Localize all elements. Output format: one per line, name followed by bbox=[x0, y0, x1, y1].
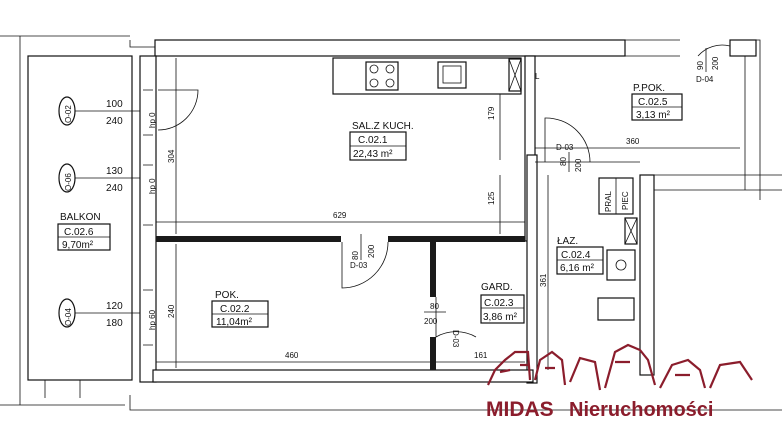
window-sill-1: hp 0 bbox=[148, 112, 157, 128]
room-area-storage: 3,13 m² bbox=[636, 110, 671, 121]
room-name-living: SAL.Z KUCH. bbox=[352, 121, 414, 132]
dimension-values: 304 179 125 629 360 361 240 460 161 bbox=[167, 106, 640, 360]
door-height-2: 200 bbox=[574, 158, 583, 172]
room-code-room: C.02.2 bbox=[220, 304, 250, 315]
window-openings bbox=[143, 89, 153, 346]
window-tag-2: O-06 bbox=[64, 173, 73, 191]
door-height-3: 200 bbox=[367, 244, 376, 258]
door-height-1: 200 bbox=[711, 56, 720, 70]
room-name-room: POK. bbox=[215, 290, 239, 301]
dim-304: 304 bbox=[167, 149, 176, 163]
washbasin bbox=[606, 249, 636, 281]
room-area-living: 22,43 m² bbox=[353, 149, 393, 160]
window-width-2: 130 bbox=[106, 166, 123, 177]
room-name-wardrobe: GARD. bbox=[481, 282, 513, 293]
toilet bbox=[597, 297, 635, 321]
exterior-walls bbox=[0, 35, 782, 411]
dimension-lines bbox=[156, 58, 740, 370]
bathroom-fixtures bbox=[597, 177, 638, 321]
room-code-living: C.02.1 bbox=[358, 135, 388, 146]
room-code-balcony: C.02.6 bbox=[64, 227, 94, 238]
door-swings bbox=[157, 44, 731, 338]
room-code-storage: C.02.5 bbox=[638, 97, 668, 108]
logo-brand: MIDAS bbox=[486, 398, 554, 421]
interior-walls bbox=[139, 55, 640, 384]
room-name-bathroom: ŁAZ. bbox=[557, 236, 578, 247]
cooktop bbox=[365, 61, 399, 91]
dim-629: 629 bbox=[333, 211, 347, 220]
window-sill-2: hp 0 bbox=[148, 178, 157, 194]
dim-161: 161 bbox=[474, 351, 488, 360]
room-name-balcony: BALKON bbox=[60, 212, 101, 223]
dim-179: 179 bbox=[487, 106, 496, 120]
room-code-wardrobe: C.02.3 bbox=[484, 298, 514, 309]
room-code-bathroom: C.02.4 bbox=[561, 250, 591, 261]
room-name-storage: P.POK. bbox=[633, 83, 665, 94]
dim-125: 125 bbox=[487, 191, 496, 205]
balcony bbox=[27, 55, 133, 398]
room-area-balcony: 9,70m² bbox=[62, 240, 94, 251]
fridge-mark: L bbox=[535, 72, 540, 81]
window-width-3: 120 bbox=[106, 301, 123, 312]
skyline-mark bbox=[487, 343, 753, 391]
door-height-4: 200 bbox=[424, 317, 438, 326]
logo-suffix: Nieruchomości bbox=[569, 399, 713, 421]
window-tags: O-02 100 240 hp 0 O-06 130 240 hp 0 O-04… bbox=[58, 96, 157, 330]
midas-logo: MIDAS Nieruchomości bbox=[486, 343, 753, 421]
window-width-1: 100 bbox=[106, 99, 123, 110]
window-tag-1: O-02 bbox=[64, 105, 73, 123]
door-tag-3: D-03 bbox=[350, 261, 368, 270]
door-width-3: 80 bbox=[351, 251, 360, 260]
window-height-2: 240 bbox=[106, 183, 123, 194]
door-tags: 90 200 D-04 D-03 80 200 80 200 D-03 80 2… bbox=[350, 48, 720, 348]
laundry-label: PRAL bbox=[604, 191, 613, 212]
door-width-4: 80 bbox=[430, 302, 439, 311]
oven-label: PIEC bbox=[621, 191, 630, 210]
fixture-labels: PRAL PIEC L bbox=[535, 72, 630, 212]
window-height-3: 180 bbox=[106, 318, 123, 329]
dim-360: 360 bbox=[626, 137, 640, 146]
dim-361: 361 bbox=[539, 273, 548, 287]
room-area-wardrobe: 3,86 m² bbox=[483, 312, 518, 323]
room-labels: SAL.Z KUCH. C.02.1 22,43 m² P.POK. C.02.… bbox=[57, 83, 683, 328]
dim-240: 240 bbox=[167, 304, 176, 318]
kitchen-counter bbox=[332, 57, 522, 95]
window-height-1: 240 bbox=[106, 116, 123, 127]
room-area-bathroom: 6,16 m² bbox=[560, 263, 595, 274]
room-area-room: 11,04m² bbox=[216, 317, 253, 328]
door-tag-4: D-03 bbox=[451, 330, 460, 348]
door-width-1: 90 bbox=[696, 61, 705, 70]
door-width-2: 80 bbox=[559, 157, 568, 166]
window-sill-3: hp 60 bbox=[148, 309, 157, 330]
dim-460: 460 bbox=[285, 351, 299, 360]
door-tag-1: D-04 bbox=[696, 75, 714, 84]
partition-walls bbox=[156, 236, 525, 370]
door-tag-2: D-03 bbox=[556, 143, 574, 152]
window-tag-3: O-04 bbox=[64, 308, 73, 326]
